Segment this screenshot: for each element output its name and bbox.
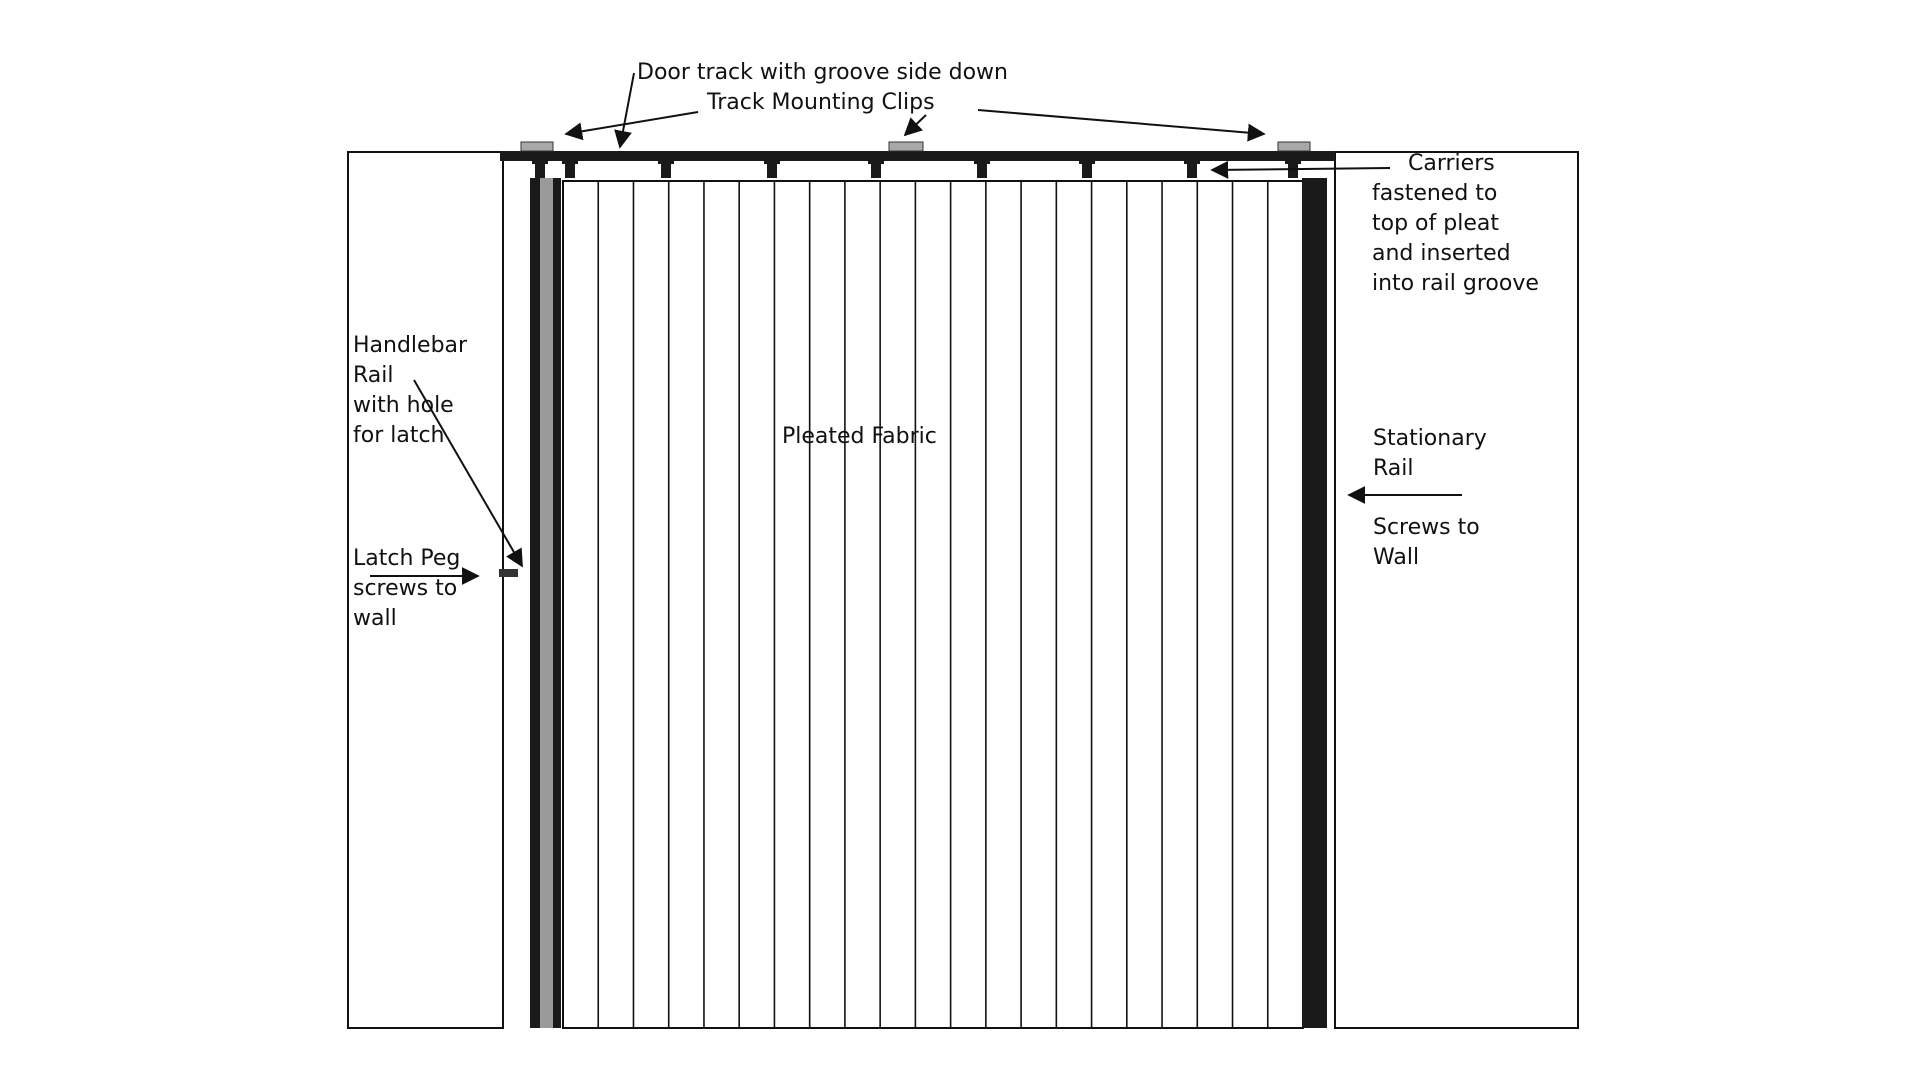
- latch-peg: [499, 569, 518, 577]
- carrier: [868, 160, 884, 178]
- carrier: [1079, 160, 1095, 178]
- screws-line-1: Screws to: [1373, 515, 1480, 540]
- label-door-track: Door track with groove side down: [637, 60, 1008, 85]
- carriers: [532, 160, 1301, 178]
- latch-line-1: Latch Peg: [353, 546, 461, 571]
- carrier: [764, 160, 780, 178]
- label-latch-peg: Latch Peg screws to wall: [353, 544, 460, 634]
- screws-line-2: Wall: [1373, 545, 1420, 570]
- right-wall-panel: [1334, 151, 1579, 1029]
- carrier: [658, 160, 674, 178]
- pleated-fabric: [562, 180, 1304, 1029]
- arrow-carriers: [1210, 160, 1391, 179]
- arrow-door-track: [614, 72, 635, 149]
- handlebar-rail-dark: [530, 178, 540, 1028]
- label-stationary-rail: Stationary Rail: [1373, 424, 1487, 484]
- mounting-clip: [1277, 141, 1311, 152]
- latch-line-3: wall: [353, 606, 397, 631]
- stationary-line-1: Stationary: [1373, 426, 1487, 451]
- carriers-line-3: top of pleat: [1372, 211, 1499, 236]
- arrow-clip-middle: [903, 114, 927, 137]
- carriers-line-4: and inserted: [1372, 241, 1511, 266]
- carriers-line-5: into rail groove: [1372, 271, 1539, 296]
- label-carriers: Carriers fastened to top of pleat and in…: [1372, 149, 1539, 299]
- handlebar-rail-dark-inner: [553, 178, 561, 1028]
- handlebar-line-4: for latch: [353, 423, 445, 448]
- left-wall-panel: [347, 151, 504, 1029]
- handlebar-line-2: Rail: [353, 363, 394, 388]
- stationary-rail: [1302, 178, 1327, 1028]
- latch-line-2: screws to: [353, 576, 458, 601]
- carrier: [532, 160, 548, 178]
- carrier: [562, 160, 578, 178]
- label-screws-to-wall: Screws to Wall: [1373, 513, 1480, 573]
- label-mounting-clips: Track Mounting Clips: [707, 90, 935, 115]
- carrier: [1285, 160, 1301, 178]
- carriers-line-2: fastened to: [1372, 181, 1498, 206]
- carrier: [1184, 160, 1200, 178]
- mounting-clip: [888, 141, 924, 152]
- carrier: [974, 160, 990, 178]
- mounting-clip: [520, 141, 554, 152]
- arrow-clip-right: [977, 109, 1266, 142]
- arrow-handlebar-rail: [413, 379, 523, 568]
- handlebar-line-1: Handlebar: [353, 333, 468, 358]
- arrow-clip-left: [564, 111, 699, 141]
- handlebar-line-3: with hole: [353, 393, 454, 418]
- handlebar-rail-grey: [540, 178, 553, 1028]
- carriers-line-1: Carriers: [1408, 151, 1495, 176]
- pleat-lines: [597, 181, 1269, 1028]
- stationary-line-2: Rail: [1373, 456, 1414, 481]
- label-handlebar-rail: Handlebar Rail with hole for latch: [353, 331, 467, 451]
- door-track: [500, 151, 1335, 161]
- label-pleated-fabric: Pleated Fabric: [782, 424, 937, 449]
